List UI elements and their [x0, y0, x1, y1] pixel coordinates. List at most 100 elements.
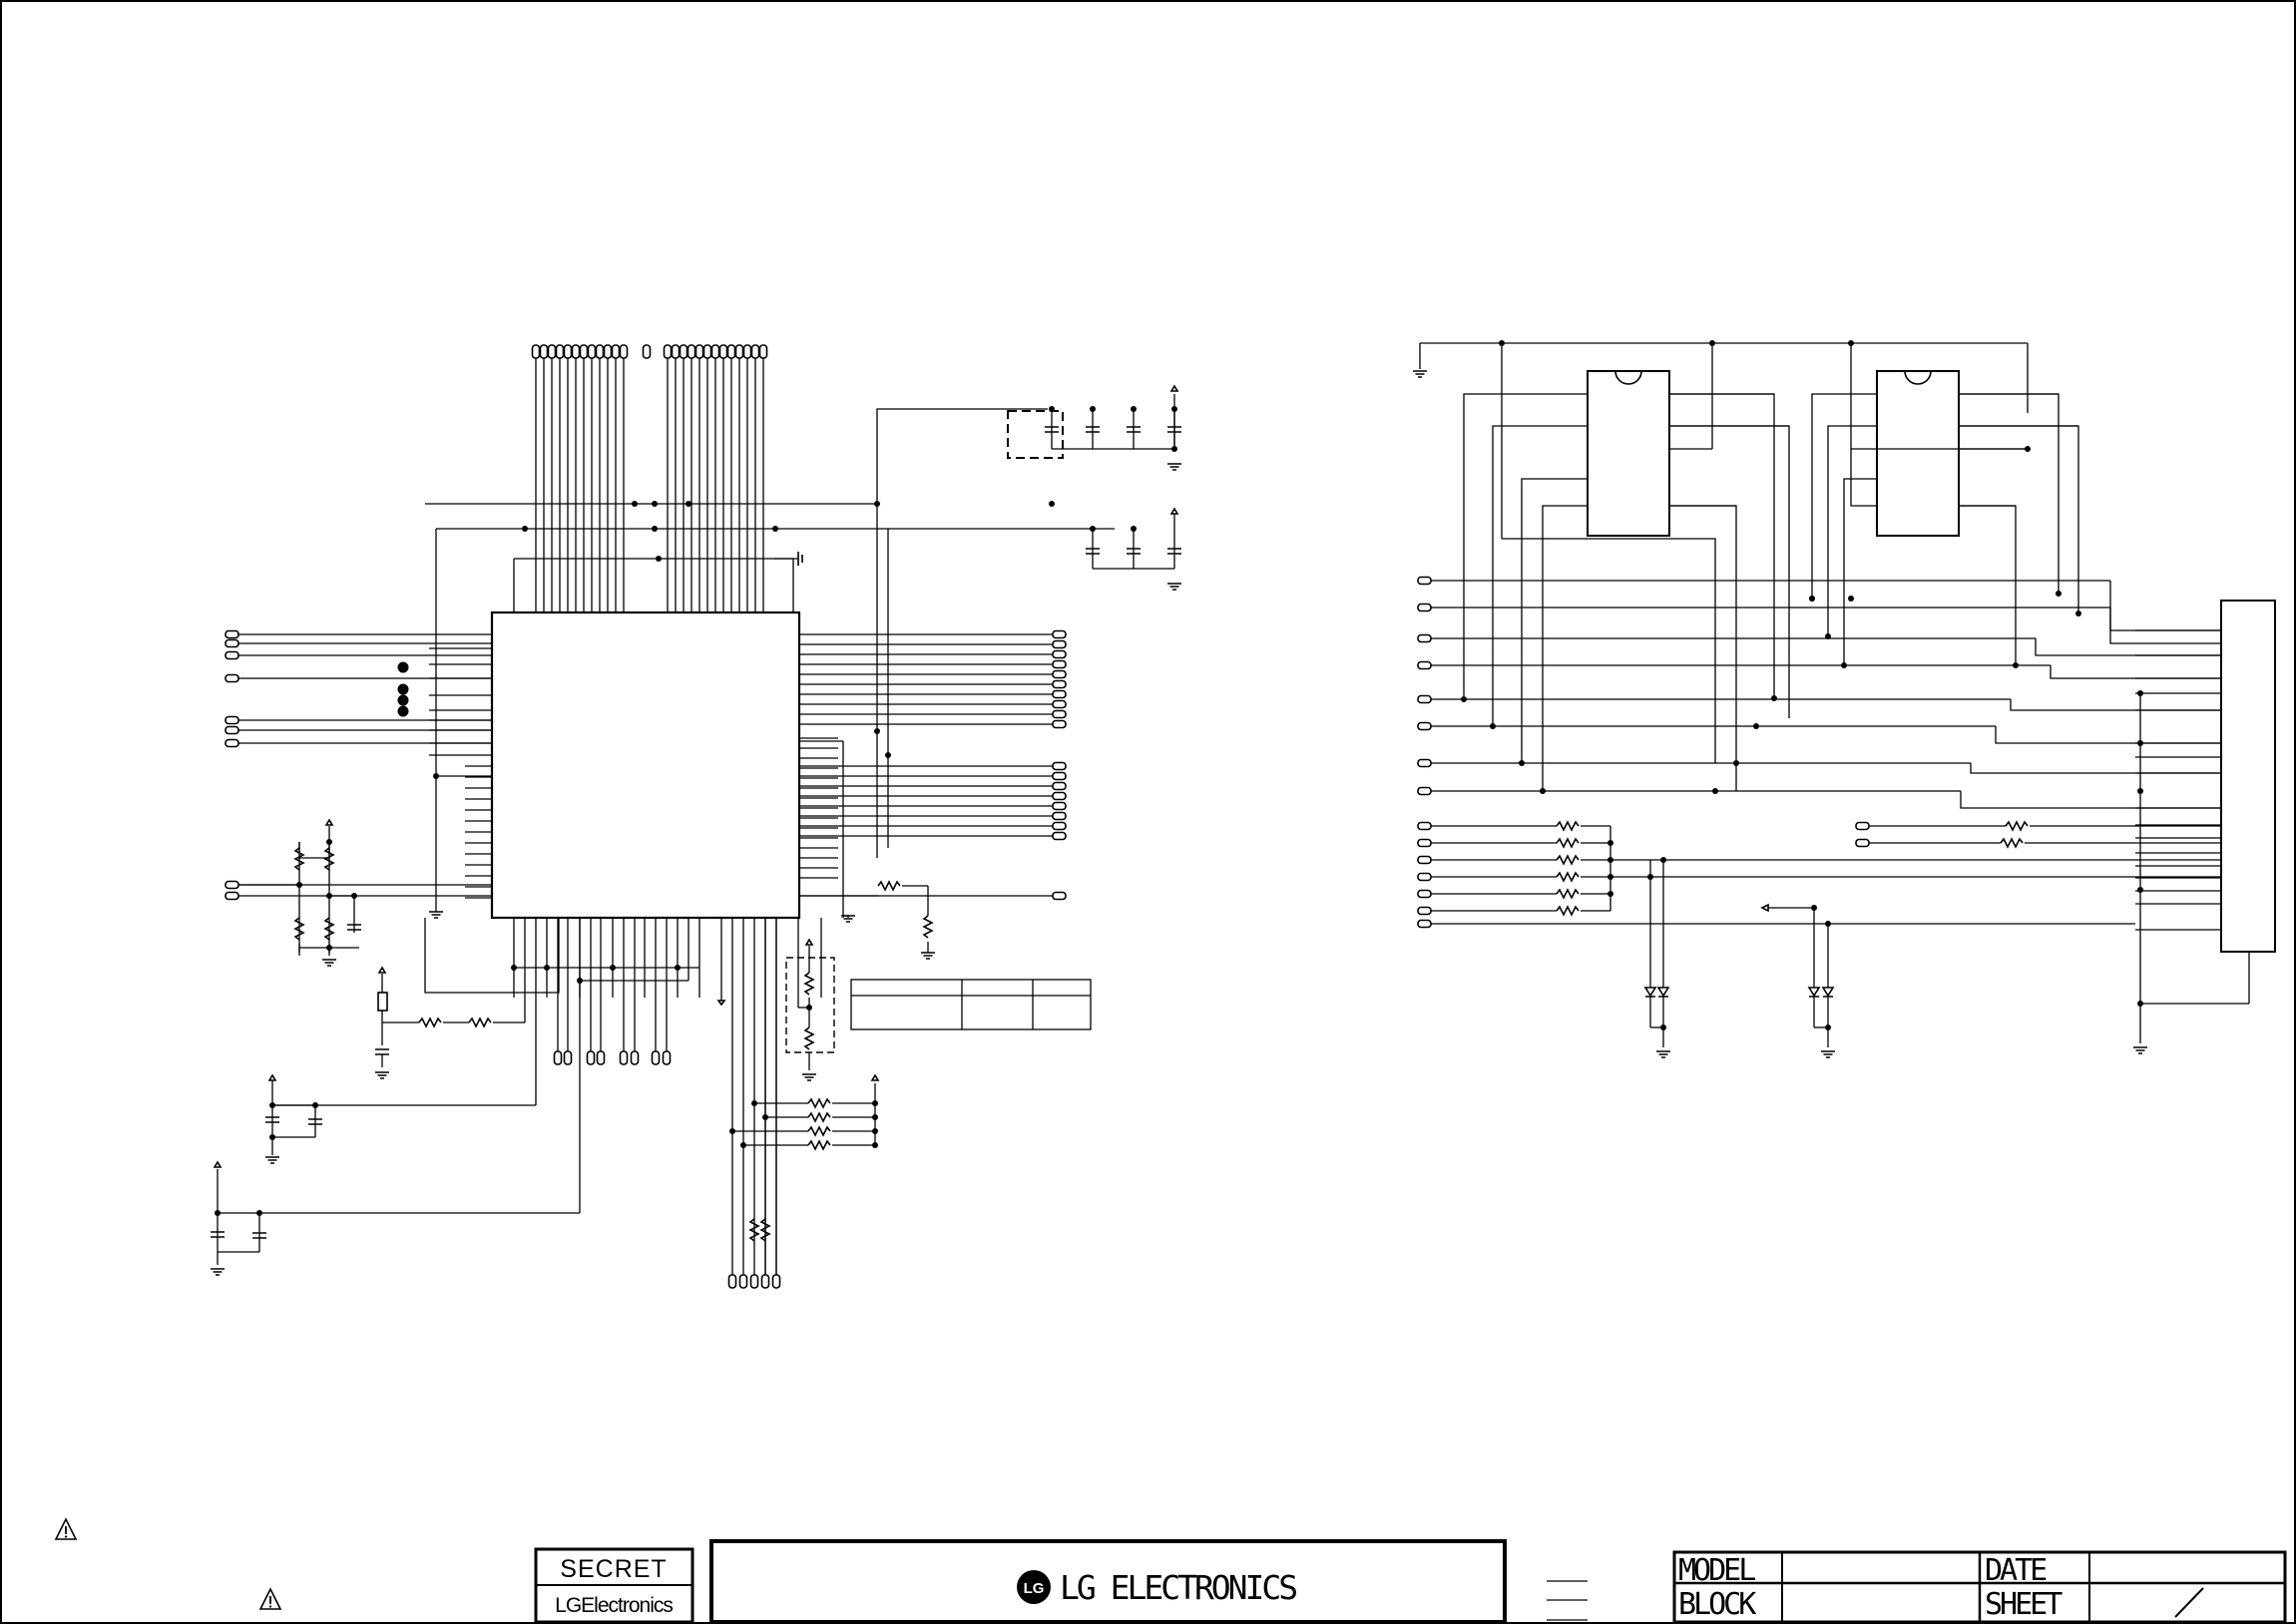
- junction-dot: [256, 1210, 262, 1216]
- resistor: [807, 1097, 831, 1109]
- eeprom-chip-1-notch: [1614, 370, 1642, 385]
- connector-pad: [702, 344, 712, 359]
- connector-pad: [738, 1274, 748, 1289]
- wire: [1960, 791, 2221, 809]
- junction-dot: [2137, 887, 2143, 893]
- power-arrow: [1169, 384, 1179, 392]
- wire: [1521, 478, 1588, 762]
- connector-pad: [1417, 889, 1432, 899]
- connector-pad: [1052, 669, 1067, 679]
- connector-pad: [758, 344, 768, 359]
- connector-pad: [1855, 821, 1870, 831]
- power-arrow: [324, 818, 334, 826]
- connector-pad: [1417, 838, 1432, 848]
- resistor: [807, 1139, 831, 1151]
- junction-dot: [269, 1102, 275, 1108]
- ground-symbol: [211, 1268, 225, 1276]
- wire: [424, 918, 560, 994]
- connector-pad: [710, 344, 720, 359]
- junction-dot: [522, 526, 528, 532]
- wire: [2050, 665, 2221, 679]
- connector-pad: [579, 344, 589, 359]
- junction-dot: [1540, 788, 1546, 794]
- ground-symbol: [841, 915, 855, 923]
- wire: [1492, 425, 1588, 729]
- option-box-capacitor: [1007, 410, 1064, 459]
- connector-pad: [1052, 719, 1067, 729]
- resistor: [293, 847, 305, 871]
- junction-dot: [656, 556, 662, 562]
- wire: [2035, 638, 2221, 656]
- ground-symbol: [265, 1156, 279, 1164]
- resistor: [807, 1125, 831, 1137]
- crystal: [377, 992, 388, 1012]
- eeprom-chip-1: [1587, 370, 1670, 537]
- connector-pad: [1052, 781, 1067, 791]
- connector-pad: [619, 344, 629, 359]
- diode: [1656, 987, 1670, 998]
- wire: [1850, 449, 1877, 507]
- connector-pad: [662, 1050, 672, 1065]
- date-label: DATE: [1985, 1553, 2047, 1588]
- connector-pad: [1417, 821, 1432, 831]
- connector-pad: [587, 344, 597, 359]
- junction-dot: [762, 1114, 768, 1120]
- junction-dot: [874, 501, 880, 507]
- junction-dot: [2056, 591, 2062, 597]
- junction-dot: [1090, 526, 1096, 532]
- connector-pad: [225, 880, 239, 890]
- connector-pad: [547, 344, 557, 359]
- wire: [1959, 505, 2017, 665]
- connector-pad: [771, 1274, 781, 1289]
- junction-dot: [397, 661, 409, 673]
- option-box-resistor: [785, 957, 835, 1053]
- junction-dot: [433, 773, 439, 779]
- capacitor: [1167, 426, 1181, 433]
- secret-label: SECRET: [560, 1555, 667, 1583]
- connector-pad: [727, 1274, 737, 1289]
- connector-pad: [586, 1050, 596, 1065]
- eeprom-chip-2: [1876, 370, 1960, 537]
- junction-dot: [1647, 874, 1653, 880]
- capacitor: [1127, 548, 1141, 555]
- connector-pad: [603, 344, 613, 359]
- lg-logo-letters: LG: [1024, 1580, 1045, 1597]
- ground-symbol: [921, 952, 935, 960]
- junction-dot: [1171, 446, 1177, 452]
- junction-dot: [351, 893, 357, 899]
- power-arrow: [1760, 903, 1769, 913]
- wire: [1669, 425, 1790, 718]
- power-arrow: [377, 966, 387, 974]
- junction-dot: [632, 501, 638, 507]
- wire: [1463, 393, 1588, 696]
- junction-dot: [544, 965, 550, 971]
- capacitor: [1167, 548, 1181, 555]
- junction-dot: [1607, 857, 1613, 863]
- junction-dot: [2137, 740, 2143, 746]
- connector-pad: [1417, 694, 1432, 704]
- junction-dot: [1733, 760, 1739, 766]
- resistor: [1556, 820, 1580, 832]
- junction-dot: [729, 1128, 735, 1134]
- junction-dot: [577, 978, 583, 984]
- junction-dot: [1490, 723, 1496, 729]
- junction-dot: [312, 1102, 318, 1108]
- capacitor: [347, 924, 361, 931]
- connector-pad: [630, 1050, 640, 1065]
- junction-dot: [610, 965, 616, 971]
- junction-dot: [1825, 921, 1831, 927]
- junction-dot: [1811, 905, 1817, 911]
- connector-pad: [595, 344, 605, 359]
- block-label: BLOCK: [1678, 1587, 1756, 1622]
- junction-dot: [874, 728, 880, 734]
- connector-pad: [1052, 649, 1067, 659]
- ground-symbol: [1413, 370, 1427, 378]
- resistor: [748, 1218, 760, 1242]
- lg-logo-icon: LG: [1017, 1570, 1051, 1604]
- connector-pad: [571, 344, 581, 359]
- junction-dot: [2075, 610, 2081, 616]
- connector-pad: [1417, 721, 1432, 731]
- sheet-label: SHEET: [1985, 1587, 2063, 1622]
- wire: [1542, 505, 1588, 791]
